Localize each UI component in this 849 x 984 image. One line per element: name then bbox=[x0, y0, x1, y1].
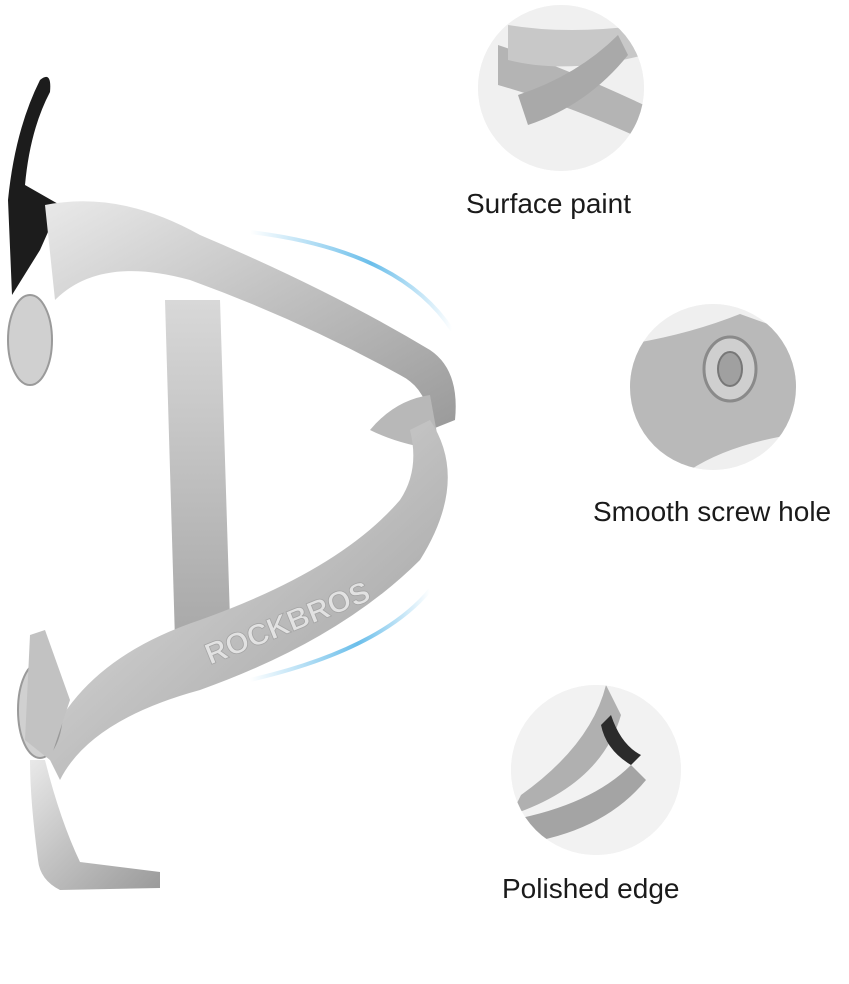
caption-polished-edge: Polished edge bbox=[502, 873, 680, 904]
motion-line-top bbox=[249, 230, 454, 332]
detail-surface-paint bbox=[478, 5, 644, 171]
surface-paint-closeup bbox=[478, 5, 644, 171]
caption-surface-paint: Surface paint bbox=[466, 188, 631, 219]
lower-tab-plate bbox=[25, 630, 70, 760]
upper-mount-tab bbox=[7, 294, 53, 386]
detail-screw-hole bbox=[630, 304, 796, 470]
cage-spine bbox=[165, 300, 230, 640]
caption-screw-hole: Smooth screw hole bbox=[593, 496, 832, 527]
polished-edge-closeup bbox=[511, 685, 681, 855]
rubber-tip bbox=[8, 76, 60, 295]
cage-lower-arch bbox=[45, 420, 448, 780]
motion-line-bottom bbox=[249, 588, 432, 682]
detail-polished-edge bbox=[511, 685, 681, 855]
cage-foot bbox=[30, 760, 160, 890]
cage-top-hoop bbox=[45, 201, 456, 430]
screw-hole-closeup bbox=[630, 304, 796, 470]
